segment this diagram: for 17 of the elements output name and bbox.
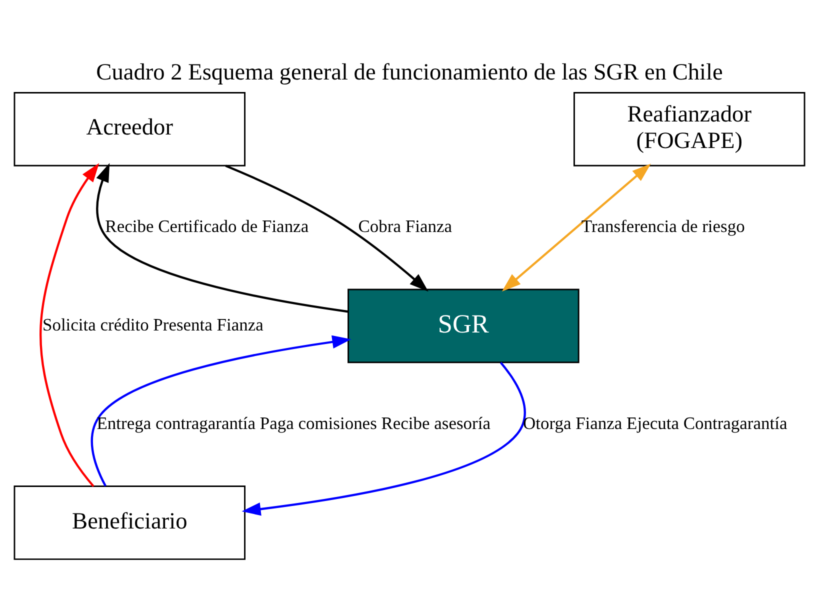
arrow [96, 162, 348, 312]
arrow [242, 361, 526, 516]
edge-label: Cobra Fianza [358, 216, 452, 236]
node-box: Beneficiario [14, 485, 246, 560]
edge-label: Transferencia de riesgo [581, 216, 745, 236]
edge-label: Entrega contragarantía Paga comisiones Recibe asesoría [96, 412, 490, 432]
edge-label: Otorga Fianza Ejecuta Contragarantía [522, 412, 788, 432]
node-box: Acreedor [14, 92, 246, 166]
diagram-title: Cuadro 2 Esquema general de funcionamiento de las SGR en Chile [96, 58, 723, 85]
arrow [225, 164, 428, 292]
edge-label: Solicita crédito Presenta Fianza [42, 314, 264, 334]
node-box: SGR [348, 288, 580, 363]
arrow [90, 334, 352, 486]
edge-label: Recibe Certificado de Fianza [105, 216, 309, 236]
arrow [40, 162, 100, 486]
node-box: Reafianzador (FOGAPE) [573, 92, 806, 166]
arrow [502, 163, 651, 291]
